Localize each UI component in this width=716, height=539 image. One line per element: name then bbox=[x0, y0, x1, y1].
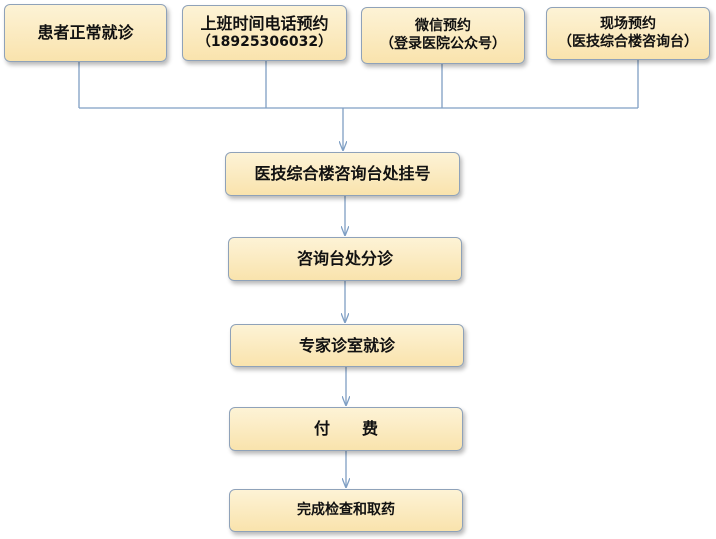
source-wechat-booking-detail: （登录医院公众号） bbox=[380, 35, 506, 52]
step-registration: 医技综合楼咨询台处挂号 bbox=[225, 152, 460, 196]
step-payment-label: 付 费 bbox=[313, 419, 378, 438]
source-onsite-booking: 现场预约 （医技综合楼咨询台） bbox=[546, 7, 710, 60]
step-triage: 咨询台处分诊 bbox=[228, 237, 462, 281]
source-wechat-booking-label: 微信预约 bbox=[415, 18, 471, 34]
source-phone-booking-label: 上班时间电话预约 bbox=[200, 14, 329, 34]
step-payment: 付 费 bbox=[229, 407, 463, 451]
source-walk-in: 患者正常就诊 bbox=[4, 4, 167, 62]
source-wechat-booking: 微信预约 （登录医院公众号） bbox=[361, 7, 525, 64]
step-triage-label: 咨询台处分诊 bbox=[296, 249, 393, 268]
step-registration-label: 医技综合楼咨询台处挂号 bbox=[254, 164, 431, 183]
source-phone-booking-detail: （18925306032） bbox=[196, 34, 333, 51]
step-exam-and-medicine: 完成检查和取药 bbox=[229, 489, 463, 532]
source-walk-in-label: 患者正常就诊 bbox=[37, 23, 134, 42]
source-onsite-booking-detail: （医技综合楼咨询台） bbox=[558, 33, 698, 50]
source-phone-booking: 上班时间电话预约 （18925306032） bbox=[182, 5, 347, 61]
step-consultation-label: 专家诊室就诊 bbox=[298, 335, 395, 355]
step-exam-and-medicine-label: 完成检查和取药 bbox=[297, 501, 395, 518]
source-onsite-booking-label: 现场预约 bbox=[600, 16, 656, 32]
step-consultation: 专家诊室就诊 bbox=[230, 324, 464, 367]
